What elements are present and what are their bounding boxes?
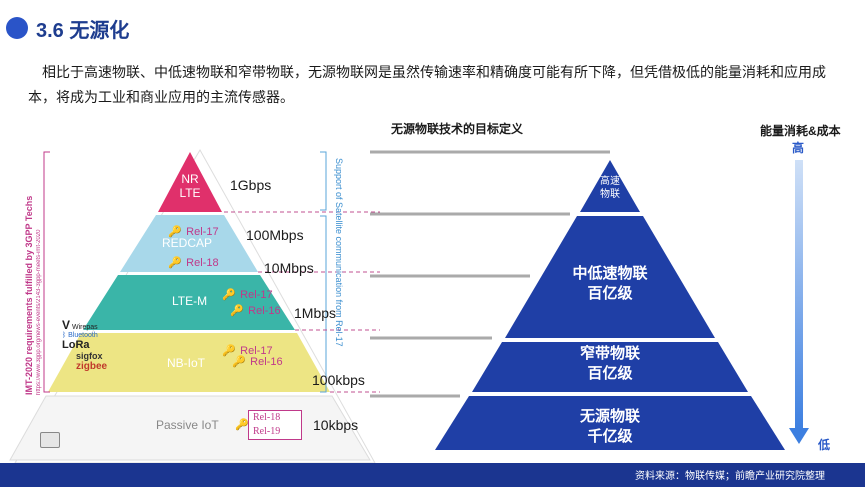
redcap-rel-18: Rel-18	[186, 257, 219, 269]
tier-passive-label: Passive IoT	[156, 418, 219, 432]
ltem-rel-16: Rel-16	[248, 305, 281, 317]
energy-cost-heading: 能量消耗&成本	[760, 124, 841, 138]
logo-stack: V Wirepas ᛒ Bluetooth LoRa sigfox zigbee	[62, 318, 132, 372]
tier-nr-lte	[158, 152, 222, 212]
side-url: https://www.3gpp.org/news-events/2143-3g…	[36, 229, 42, 395]
speed-10kbps: 10kbps	[313, 417, 359, 433]
satellite-text: Support of Satellite communication from …	[334, 158, 344, 347]
passive-line2: 千亿级	[587, 428, 633, 445]
speed-10mbps: 10Mbps	[264, 260, 314, 276]
right-tier-1-label: 高速 物联	[585, 175, 635, 201]
tier-nr-label-line2: LTE	[179, 186, 201, 200]
passive-rel-18: Rel-18	[253, 412, 281, 423]
redcap-rel-17: Rel-17	[186, 226, 219, 238]
tier-nb-iot	[48, 333, 330, 392]
redcap-rel-a: 🔑 Rel-17	[168, 222, 219, 240]
passive-key-icon: 🔑	[235, 419, 249, 431]
ltem-rel-a: 🔑 Rel-17	[222, 285, 273, 303]
ltem-rel-b: 🔑 Rel-16	[230, 301, 281, 319]
high-speed-line2: 物联	[600, 189, 620, 200]
tier-high-speed	[580, 160, 640, 212]
bluetooth-logo: ᛒ Bluetooth	[62, 332, 98, 339]
high-speed-line1: 高速	[600, 176, 620, 187]
key-icon: 🔑	[168, 257, 182, 269]
tier-mid-low-speed	[505, 216, 715, 338]
mid-low-line2: 百亿级	[587, 285, 633, 302]
tier-narrowband	[472, 342, 748, 392]
title-bullet-icon	[6, 17, 28, 39]
speed-1gbps: 1Gbps	[230, 177, 272, 193]
zigbee-logo: zigbee	[76, 361, 108, 372]
left-pyramid-diagram: IMT-2020 requirements fulfilled by 3GPP …	[0, 130, 380, 463]
passive-device-icon	[40, 432, 60, 448]
arrow-top-label: 高	[792, 141, 805, 155]
redcap-rel-b: 🔑 Rel-18	[168, 253, 219, 271]
footer-bar	[0, 463, 865, 487]
tier-lte-m	[83, 275, 295, 330]
page-title: 3.6 无源化	[36, 20, 130, 42]
key-icon: 🔑	[222, 289, 236, 301]
ltem-rel-17: Rel-17	[240, 289, 273, 301]
energy-arrow-shaft	[795, 160, 803, 430]
tier-redcap-label: REDCAP	[162, 236, 213, 250]
tier-redcap	[120, 215, 258, 272]
nbiot-rel-17: Rel-17	[240, 345, 273, 357]
wirepas-logo: V Wirepas	[62, 318, 98, 332]
nbiot-rel-b: 🔑 Rel-16	[232, 352, 283, 370]
tier-lte-m-label: LTE-M	[172, 294, 208, 308]
nbiot-rel-16: Rel-16	[250, 356, 283, 368]
bracket-top	[320, 151, 327, 211]
bracket-left	[43, 151, 50, 393]
speed-100mbps: 100Mbps	[246, 227, 304, 243]
nbiot-rel-a: 🔑 Rel-17	[222, 341, 273, 359]
key-icon: 🔑	[230, 305, 244, 317]
key-icon: 🔑	[232, 356, 246, 368]
narrowband-line1: 窄带物联	[579, 345, 640, 362]
key-icon: 🔑	[222, 345, 236, 357]
tier-passive	[435, 396, 785, 450]
right-tier-4-label: 无源物联 千亿级	[550, 407, 670, 447]
passive-rel-box: Rel-18 Rel-19	[248, 410, 302, 440]
arrow-bottom-label: 低	[818, 438, 831, 452]
sigfox-logo: sigfox	[76, 351, 103, 361]
key-icon: 🔑	[168, 226, 182, 238]
right-diagram-heading: 无源物联技术的目标定义	[391, 122, 524, 136]
speed-100kbps: 100kbps	[312, 372, 365, 388]
right-tier-3-label: 窄带物联 百亿级	[550, 344, 670, 384]
tier-nb-iot-label: NB-IoT	[167, 356, 206, 370]
intro-paragraph: 相比于高速物联、中低速物联和窄带物联，无源物联网是虽然传输速率和精确度可能有所下…	[28, 64, 826, 105]
bracket-main	[320, 215, 327, 393]
footer-source: 资料来源：物联传媒；前瞻产业研究院整理	[635, 471, 825, 482]
tier-nr-lte-label: NR LTE	[170, 172, 210, 200]
energy-arrow-head	[789, 428, 809, 444]
left-pyramid-shapes	[9, 148, 380, 463]
side-title: IMT-2020 requirements fulfilled by 3GPP …	[24, 195, 34, 395]
narrowband-line2: 百亿级	[587, 365, 633, 382]
tier-nr-label-line1: NR	[181, 172, 199, 186]
right-tier-2-label: 中低速物联 百亿级	[550, 264, 670, 304]
speed-1mbps: 1Mbps	[294, 305, 337, 321]
lora-logo: LoRa	[62, 339, 90, 351]
right-pyramid-shapes	[370, 150, 809, 450]
mid-low-line1: 中低速物联	[572, 265, 648, 282]
passive-rel-19: Rel-19	[253, 426, 281, 437]
passive-line1: 无源物联	[579, 408, 640, 425]
